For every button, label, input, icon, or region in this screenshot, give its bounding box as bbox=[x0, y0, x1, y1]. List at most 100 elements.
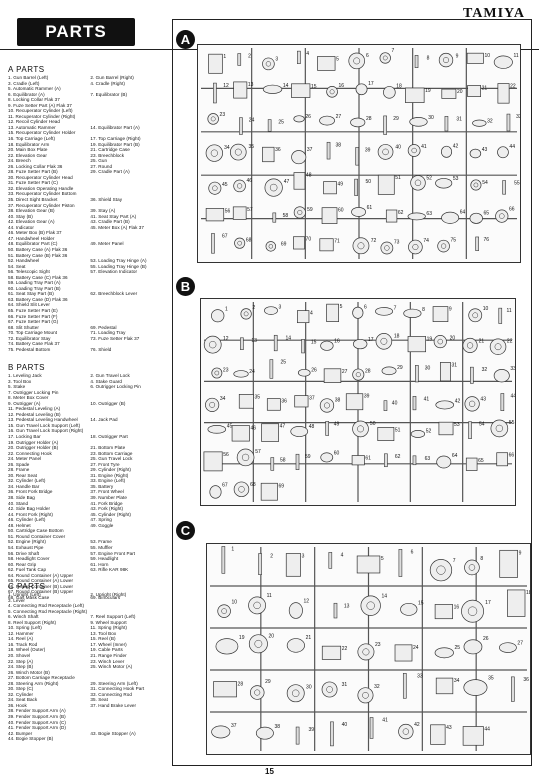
part-number: 15 bbox=[311, 84, 317, 90]
part-number: 69 bbox=[278, 483, 284, 489]
part-number: 62 bbox=[395, 454, 401, 460]
part-number: 30 bbox=[425, 365, 431, 371]
part-name: 49. Meter Panel bbox=[90, 241, 124, 247]
sprue-part: 52 bbox=[410, 175, 432, 191]
part-number: 69 bbox=[281, 242, 287, 248]
part-number: 38 bbox=[335, 397, 341, 403]
part-number: 56 bbox=[225, 208, 231, 214]
part-number: 25 bbox=[278, 120, 284, 126]
part-row: 20. Outrigger Holder (B)21. Bottom Plate bbox=[8, 445, 168, 451]
sprue-part: 24 bbox=[239, 117, 255, 135]
part-name: 58. Headlight Cover bbox=[8, 556, 50, 562]
part-name: 19. Equilibrator Part (B) bbox=[90, 141, 140, 147]
part-row: 66. Round Container (B) Lower bbox=[8, 584, 168, 590]
part-number: 20 bbox=[457, 89, 463, 95]
part-name: 6. Equilibrator (A) bbox=[8, 91, 45, 97]
sprue-part: 20 bbox=[441, 88, 463, 99]
sprue-part: 31 bbox=[439, 362, 457, 382]
part-number: 63 bbox=[426, 211, 432, 217]
sprue-part: 53 bbox=[438, 421, 460, 436]
part-name: 21. Range Finder bbox=[90, 653, 127, 659]
sprue-part: 5 bbox=[317, 56, 339, 71]
part-row: 60. Loading Tray Part (B) bbox=[8, 286, 168, 292]
part-row: 30. Step (C) 31. Connecting Hook Part bbox=[8, 686, 168, 692]
part-number: 18 bbox=[394, 333, 400, 339]
part-row: 46. Meter Box (B) Flak 37 bbox=[8, 230, 168, 236]
sprue-part: 42 bbox=[398, 722, 420, 740]
part-number: 40 bbox=[395, 144, 401, 150]
part-name: 1. Upright (Left) bbox=[8, 592, 41, 597]
sprue-part: 24 bbox=[394, 644, 419, 662]
part-number: 2 bbox=[252, 305, 255, 311]
part-name: 28. Fuze Setter Part (B) bbox=[8, 169, 58, 175]
part-name: 30. Step (C) bbox=[8, 686, 34, 692]
sprue-part: 44 bbox=[462, 726, 490, 746]
part-name: 44. Front Fork (Right) bbox=[8, 511, 54, 517]
part-name: 41. Fender Support Arm (D) bbox=[8, 725, 66, 731]
sprue-part: 28 bbox=[352, 369, 371, 381]
part-name: 46. Meter Box (B) Flak 37 bbox=[8, 230, 62, 236]
sprue-part: 60 bbox=[321, 207, 344, 224]
sprue-part: 1 bbox=[221, 546, 234, 574]
sprue-part: 56 bbox=[205, 208, 231, 222]
part-number: 68 bbox=[250, 482, 256, 488]
part-row: 50. Cartridge Case Bottom bbox=[8, 528, 168, 534]
part-name: 59. Loading Tray Part (A) bbox=[8, 280, 61, 286]
sprue-part: 40 bbox=[383, 400, 398, 411]
sprue-part: 70 bbox=[293, 236, 311, 250]
part-name: 44. Indicator bbox=[8, 224, 34, 230]
part-number: 12 bbox=[223, 83, 229, 89]
sprue-part: 52 bbox=[410, 429, 431, 438]
part-number: 2 bbox=[248, 54, 251, 60]
part-name: 57. Engine Front Part bbox=[90, 550, 136, 556]
part-name: 35. Seat bbox=[90, 697, 108, 703]
part-row: 74. Battery Case Flak 37 bbox=[8, 341, 168, 347]
part-number: 64 bbox=[460, 209, 466, 215]
part-number: 75 bbox=[450, 237, 456, 243]
part-name: 33. Connecting Rod bbox=[90, 691, 132, 697]
part-name: 40. Stand bbox=[8, 500, 29, 506]
part-row: 61. Seat Stay Part (B)62. Breechblock Le… bbox=[8, 291, 168, 297]
part-row: 52. Engine (Right)53. Frame bbox=[8, 539, 168, 545]
part-number: 6 bbox=[366, 53, 369, 59]
part-number: 18 bbox=[526, 590, 530, 596]
sprue-part: 35 bbox=[463, 676, 494, 696]
part-number: 60 bbox=[334, 450, 340, 456]
part-number: 28 bbox=[366, 116, 372, 122]
part-number: 3 bbox=[279, 305, 282, 311]
part-number: 49 bbox=[337, 182, 343, 188]
part-number: 16 bbox=[334, 339, 340, 345]
sprue-part: 50 bbox=[354, 178, 371, 196]
part-number: 25 bbox=[281, 360, 287, 366]
sprue-part: 40 bbox=[377, 144, 401, 160]
part-name: 69. Pedestal bbox=[90, 324, 117, 330]
part-row: 38. Fender Support Arm (A) bbox=[8, 708, 168, 714]
part-row: 1. Gun Barrel (Left)2. Gun Barrel (Right… bbox=[8, 75, 168, 81]
part-name: 31. Connecting Hook Part bbox=[90, 686, 145, 692]
part-name: 39. Stay (A) bbox=[90, 208, 116, 214]
part-number: 32 bbox=[374, 684, 380, 690]
part-number: 43 bbox=[446, 725, 452, 731]
part-name: 26. Spade bbox=[8, 461, 30, 467]
sprue-part: 57 bbox=[232, 206, 253, 220]
sprue-diagram-frame bbox=[172, 19, 532, 766]
section-heading: C PARTS bbox=[8, 582, 46, 591]
part-row: 30. Recuperator Cylinder Head bbox=[8, 175, 168, 181]
part-name: 29. Cylinder (Right) bbox=[90, 467, 131, 473]
part-number: 1 bbox=[223, 54, 226, 60]
part-number: 44 bbox=[484, 727, 490, 733]
part-name: 14. Equilibrator Part (A) bbox=[90, 124, 140, 130]
part-name: 14. Jack Pad bbox=[90, 417, 118, 423]
part-number: 45 bbox=[222, 182, 228, 188]
part-name: 48. Equilibrator Part (C) bbox=[8, 241, 58, 247]
sprue-part: 7 bbox=[429, 558, 456, 582]
part-row: 18. Wheel (Outer)19. Cable Parts bbox=[8, 647, 168, 653]
sprue-part: 2 bbox=[240, 305, 255, 320]
part-number: 57 bbox=[247, 207, 253, 213]
